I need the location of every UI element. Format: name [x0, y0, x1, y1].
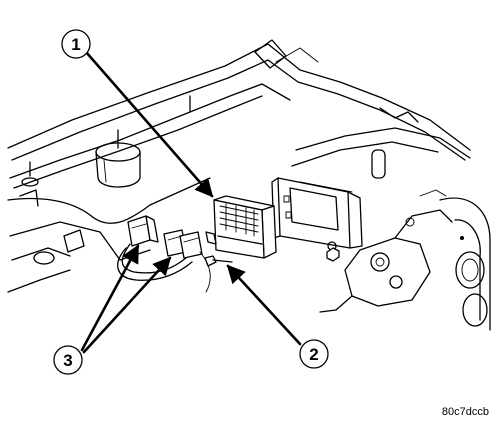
callout-circle [53, 345, 83, 375]
wiring-connectors [117, 215, 211, 293]
pcm-mounting-bracket [271, 177, 363, 262]
leader-lines [80, 50, 302, 354]
callout-circle [61, 29, 91, 59]
callout-2: 2 [299, 339, 329, 369]
callout-label: 1 [71, 35, 80, 54]
callout-1: 1 [61, 29, 91, 59]
callout-circle [299, 339, 329, 369]
callout-label: 3 [63, 351, 72, 370]
fender-structure [7, 39, 471, 293]
pcm-module [204, 195, 277, 267]
figure-code: 80c7dccb [441, 406, 489, 418]
callout-label: 2 [309, 345, 318, 364]
callout-3: 3 [53, 345, 83, 375]
right-suspension [291, 127, 491, 331]
